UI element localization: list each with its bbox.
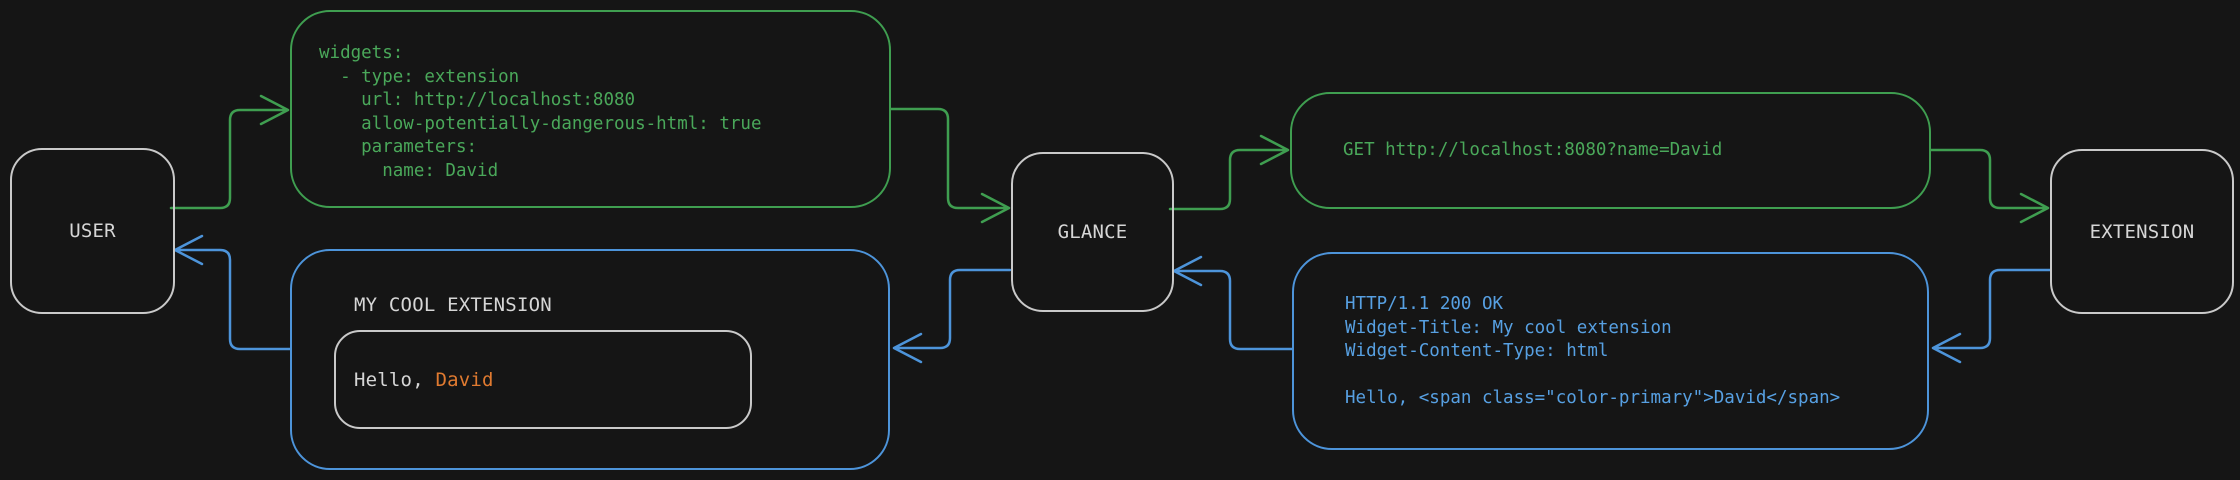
extension-node-label: EXTENSION xyxy=(2089,220,2195,243)
connector-extension-to-response xyxy=(1931,268,2052,364)
extension-node: EXTENSION xyxy=(2050,149,2234,314)
response-code-box: HTTP/1.1 200 OK Widget-Title: My cool ex… xyxy=(1292,252,1929,450)
connector-request-to-extension xyxy=(1929,148,2050,224)
greeting-box: Hello, David xyxy=(334,330,752,429)
request-code: GET http://localhost:8080?name=David xyxy=(1343,139,1723,160)
user-node: USER xyxy=(10,148,175,314)
widget-preview-box: MY COOL EXTENSION Hello, David xyxy=(290,249,890,470)
greeting-name: David xyxy=(435,368,494,391)
greeting-prefix: Hello, xyxy=(354,368,436,391)
glance-node: GLANCE xyxy=(1011,152,1174,312)
response-code: HTTP/1.1 200 OK Widget-Title: My cool ex… xyxy=(1345,294,1841,408)
user-node-label: USER xyxy=(69,220,116,242)
config-code-box: widgets: - type: extension url: http://l… xyxy=(290,10,891,208)
connector-glance-to-request xyxy=(1168,134,1290,211)
connector-widget-to-user xyxy=(173,234,292,351)
connector-config-to-glance xyxy=(889,107,1011,224)
config-code: widgets: - type: extension url: http://l… xyxy=(319,43,762,181)
connector-glance-to-widget xyxy=(892,268,1012,364)
widget-title: MY COOL EXTENSION xyxy=(354,294,552,316)
connector-user-to-config xyxy=(169,94,290,210)
glance-node-label: GLANCE xyxy=(1057,221,1128,243)
connector-response-to-glance xyxy=(1172,255,1294,351)
request-code-box: GET http://localhost:8080?name=David xyxy=(1290,92,1931,209)
